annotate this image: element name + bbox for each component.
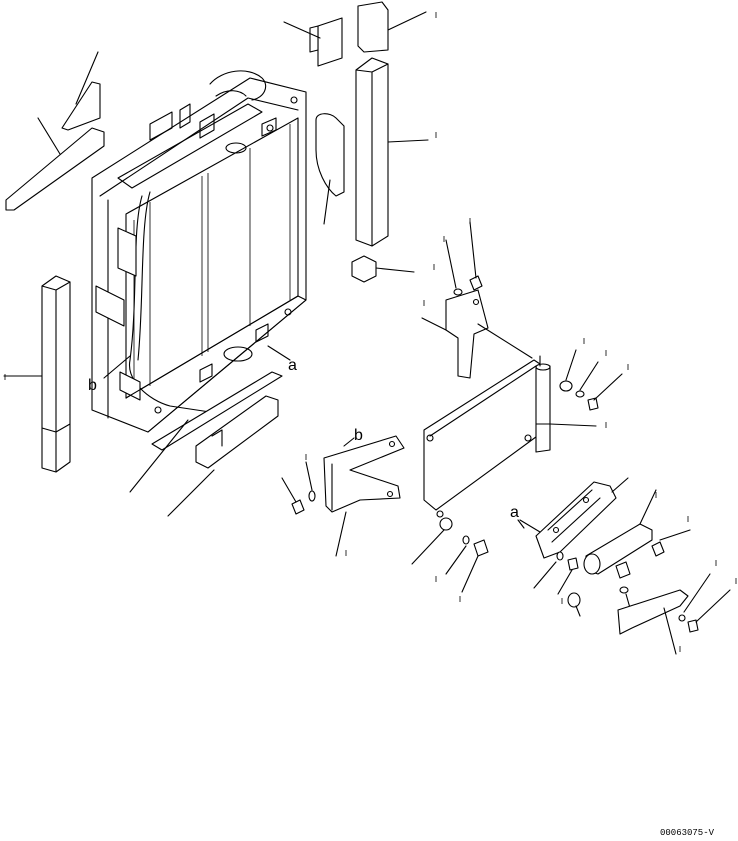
- callout-b-bracket: b: [354, 427, 363, 444]
- radiator-assembly: [91, 70, 307, 433]
- bolt-left: [281, 461, 316, 515]
- grommets-right: [559, 349, 623, 411]
- bolt-washer-top: [445, 221, 483, 296]
- bolt-washer-lower: [678, 573, 731, 633]
- seal-small-block: [351, 255, 415, 283]
- item-number-marks: [4, 12, 737, 652]
- bracket-clamp: [583, 489, 657, 575]
- fasteners-a: [533, 529, 691, 617]
- receiver-drier: [535, 355, 597, 453]
- seal-long-diagonal: [5, 117, 105, 211]
- callout-b-radiator: b: [88, 377, 97, 394]
- seal-wedge-top-left: [61, 51, 101, 131]
- bracket-a: [535, 477, 629, 559]
- callout-a-bracket: a: [510, 504, 519, 521]
- seal-lower-flat: [129, 371, 283, 493]
- seal-lower-block: [167, 395, 279, 517]
- grommets-bottom: [411, 517, 489, 593]
- condenser-core: [423, 323, 541, 518]
- bracket-b: [323, 435, 405, 557]
- seal-tall-column: [355, 57, 429, 247]
- bracket-small-plate: [617, 589, 689, 655]
- seal-left-column: [3, 275, 71, 473]
- seal-curved-plate: [315, 113, 345, 225]
- drawing-code: 00063075-V: [660, 828, 715, 838]
- condenser-bracket-top: [421, 289, 489, 379]
- seal-top-right: [357, 1, 427, 53]
- seal-top-small: [283, 17, 343, 67]
- callout-a-radiator: a: [288, 357, 297, 374]
